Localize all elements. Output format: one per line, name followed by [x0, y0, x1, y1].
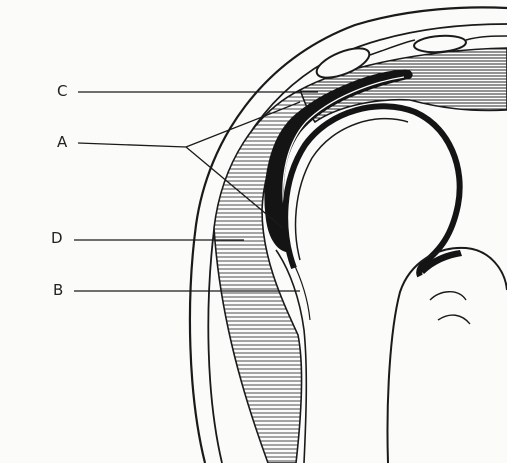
label-a: A — [57, 135, 68, 150]
humerus-shaft — [388, 248, 507, 463]
label-b: B — [53, 283, 64, 298]
arm-contour — [430, 292, 470, 324]
label-c: C — [57, 84, 68, 99]
humeral-head — [285, 106, 459, 276]
leader-a — [78, 143, 186, 147]
label-d: D — [51, 231, 63, 246]
